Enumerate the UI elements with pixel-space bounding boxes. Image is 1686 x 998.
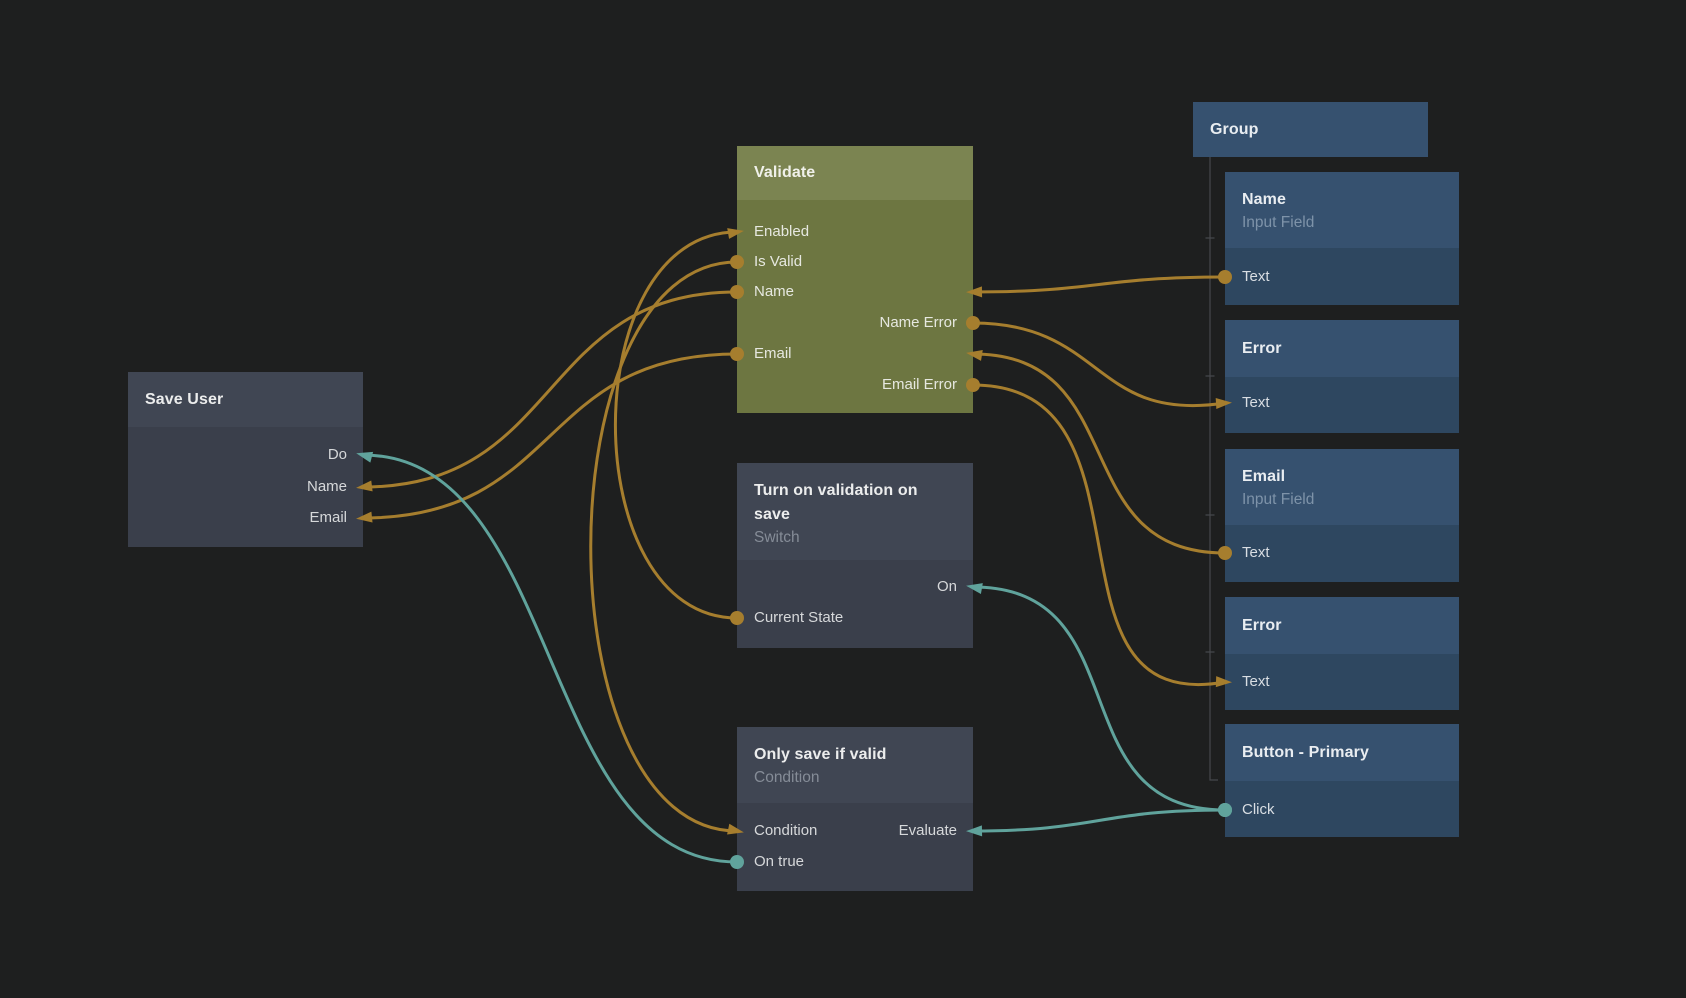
- node-header: Validate: [737, 146, 973, 200]
- node-body: [1225, 654, 1459, 710]
- port-validate-email[interactable]: Email: [754, 345, 792, 363]
- port-switch-current-state[interactable]: Current State: [754, 609, 844, 627]
- node-title: Turn on validation on save: [754, 482, 918, 523]
- port-condition-condition[interactable]: Condition: [754, 822, 818, 840]
- node-body: [1225, 781, 1459, 837]
- node-body: [737, 200, 973, 413]
- node-header: Error: [1225, 320, 1459, 377]
- node-subtitle: Switch: [754, 529, 800, 546]
- port-name-input-text[interactable]: Text: [1242, 268, 1270, 286]
- port-switch-on[interactable]: On: [936, 578, 957, 596]
- node-header: Error: [1225, 597, 1459, 654]
- port-validate-name[interactable]: Name: [754, 283, 795, 301]
- node-subtitle: Input Field: [1242, 214, 1315, 231]
- port-condition-on-true[interactable]: On true: [754, 853, 805, 871]
- node-body: [737, 560, 973, 648]
- node-header: Save User: [128, 372, 363, 427]
- port-save-user-do[interactable]: Do: [327, 446, 347, 464]
- connection-condition.on-true-to-save-user.do[interactable]: [362, 453, 738, 864]
- node-title: Error: [1242, 616, 1282, 634]
- port-error-2-text[interactable]: Text: [1242, 673, 1270, 691]
- port-validate-name-error[interactable]: Name Error: [879, 314, 957, 332]
- node-body: [737, 803, 973, 891]
- port-validate-enabled[interactable]: Enabled: [754, 223, 810, 241]
- node-subtitle: Condition: [754, 769, 820, 786]
- node-body: [1225, 377, 1459, 433]
- port-button-primary-click[interactable]: Click: [1242, 801, 1275, 819]
- group-children-tree-line: [1205, 157, 1218, 781]
- node-subtitle: Input Field: [1242, 491, 1315, 508]
- connection-button-primary.click-to-switch.on[interactable]: [972, 585, 1226, 812]
- node-title: Only save if valid: [754, 746, 887, 763]
- port-condition-evaluate[interactable]: Evaluate: [898, 822, 957, 840]
- connection-email-input.text-to-validate.email[interactable]: [972, 352, 1226, 555]
- connection-switch.current-state-to-validate.enabled[interactable]: [614, 230, 738, 620]
- port-email-input-text[interactable]: Text: [1242, 544, 1270, 562]
- port-validate-is-valid[interactable]: Is Valid: [754, 253, 803, 271]
- node-body: [128, 427, 363, 547]
- node-body: [1225, 525, 1459, 582]
- connection-validate.is-valid-to-condition.condition[interactable]: [589, 260, 738, 833]
- node-title: Validate: [754, 164, 816, 181]
- node-group[interactable]: Group: [1193, 102, 1428, 157]
- connection-button-primary.click-to-condition.evaluate[interactable]: [972, 808, 1226, 833]
- port-save-user-name[interactable]: Name: [306, 478, 347, 496]
- node-title: Error: [1242, 339, 1282, 357]
- node-title: Email: [1242, 468, 1286, 485]
- node-title: Save User: [145, 390, 224, 408]
- node-header: Group: [1193, 102, 1428, 157]
- connection-validate.email-error-to-error-2.text[interactable]: [972, 383, 1226, 686]
- node-title: Button - Primary: [1242, 743, 1369, 761]
- connection-name-input.text-to-validate.name[interactable]: [972, 275, 1226, 294]
- connection-validate.email-to-save-user.email[interactable]: [362, 352, 738, 520]
- connection-validate.name-to-save-user.name[interactable]: [362, 290, 738, 489]
- port-validate-email-error[interactable]: Email Error: [881, 376, 957, 394]
- node-title: Group: [1210, 120, 1259, 138]
- node-body: [1225, 248, 1459, 305]
- port-error-1-text[interactable]: Text: [1242, 394, 1270, 412]
- node-title: Name: [1242, 191, 1286, 208]
- port-save-user-email[interactable]: Email: [309, 509, 347, 527]
- connection-validate.name-error-to-error-1.text[interactable]: [972, 321, 1226, 408]
- node-header: Button - Primary: [1225, 724, 1459, 781]
